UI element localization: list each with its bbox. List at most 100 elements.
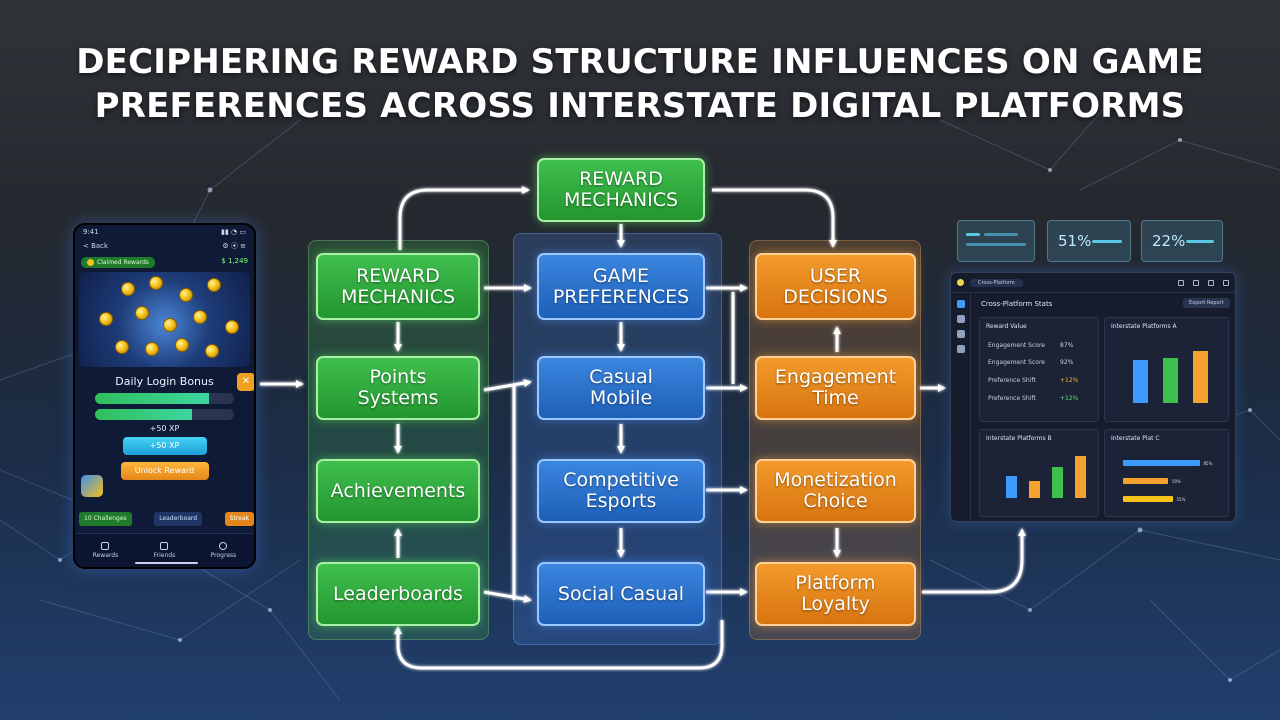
daily-login-bonus-label: Daily Login Bonus xyxy=(115,375,214,388)
coin-icon xyxy=(205,344,219,358)
leaderboard-chip[interactable]: Leaderboard xyxy=(154,512,203,526)
chart-icon[interactable] xyxy=(956,315,965,323)
progress-fill xyxy=(95,409,193,420)
points-systems-node[interactable]: Points Systems xyxy=(316,356,480,420)
coin-bar: Claimed Rewards $ 1,249 xyxy=(75,253,254,272)
challenges-chip[interactable]: 10 Challenges xyxy=(79,512,132,526)
phone-tab-bar: Rewards Friends Progress xyxy=(75,533,254,567)
coin-icon xyxy=(121,282,135,296)
metric-value: +12% xyxy=(1060,395,1079,402)
close-icon[interactable]: ✕ xyxy=(237,373,254,391)
minimize-icon[interactable] xyxy=(1208,279,1214,286)
metric-row: Preference Shift +12% xyxy=(988,377,1078,384)
gift-icon xyxy=(101,542,110,550)
bar-value-label: 85% xyxy=(1203,461,1213,466)
game-preferences-node[interactable]: GAME PREFERENCES xyxy=(537,253,705,320)
grid-icon[interactable] xyxy=(956,330,965,338)
coin-icon xyxy=(207,278,221,292)
leaderboards-node[interactable]: Leaderboards xyxy=(316,562,480,626)
app-logo-icon xyxy=(957,279,964,286)
claimed-rewards-chip[interactable]: Claimed Rewards xyxy=(81,257,155,268)
dashboard-sidebar xyxy=(951,293,971,521)
casual-mobile-node[interactable]: Casual Mobile xyxy=(537,356,705,420)
quick-chips: 10 Challenges Leaderboard Streak xyxy=(79,512,254,526)
reward-mechanics-top-node[interactable]: REWARD MECHANICS xyxy=(537,158,705,222)
settings-icon[interactable] xyxy=(956,345,965,353)
panel-title: Reward Value xyxy=(986,323,1027,330)
panel-title: Interstate Platforms B xyxy=(986,435,1052,442)
streak-chip[interactable]: Streak xyxy=(224,512,254,526)
tab-rewards-label: Rewards xyxy=(92,552,119,559)
stat-card-1 xyxy=(957,220,1035,262)
interstate-plat-c-panel: Interstate Plat C 85%50%55% xyxy=(1104,429,1229,517)
tab-friends[interactable]: Friends xyxy=(153,542,176,559)
metric-value: 92% xyxy=(1060,359,1074,366)
coin-icon xyxy=(135,306,149,320)
monetization-choice-node[interactable]: Monetization Choice xyxy=(755,459,916,523)
metric-row: Preference Shift +12% xyxy=(988,395,1078,402)
phone-app-bar: < Back ⚙ ⦿ ≡ xyxy=(75,239,254,253)
platform-loyalty-node[interactable]: Platform Loyalty xyxy=(755,562,916,626)
home-indicator xyxy=(135,562,198,564)
xp-gain-text: +50 XP xyxy=(149,424,180,433)
metric-label: Preference Shift xyxy=(988,395,1036,402)
window-controls xyxy=(1178,279,1229,286)
chart-bar xyxy=(1075,456,1086,498)
export-report-button[interactable]: Export Report xyxy=(1183,298,1230,308)
interstate-platforms-b-panel: Interstate Platforms B xyxy=(979,429,1099,517)
stat-line xyxy=(966,243,1026,246)
chart-bar xyxy=(1029,481,1040,498)
stat-value: 51% xyxy=(1058,232,1092,250)
close-icon[interactable] xyxy=(1223,279,1229,286)
metric-label: Engagement Score xyxy=(988,359,1045,366)
metric-value: +12% xyxy=(1060,377,1079,384)
metric-label: Preference Shift xyxy=(988,377,1036,384)
stat-line xyxy=(1092,240,1122,243)
cross-platform-dashboard: Cross-Platform Cross-Platform Stats Expo… xyxy=(950,272,1236,522)
chart-bar xyxy=(1006,475,1017,498)
stat-line xyxy=(1186,240,1214,243)
mobile-app-mockup: 9:41 ▮▮ ◔ ▭ < Back ⚙ ⦿ ≡ Claimed Rewards… xyxy=(73,223,256,569)
game-shield-icon[interactable] xyxy=(81,475,103,497)
signal-wifi-battery-icon: ▮▮ ◔ ▭ xyxy=(221,228,246,236)
bell-icon[interactable] xyxy=(1178,279,1184,286)
people-icon xyxy=(160,542,169,550)
metric-row: Engagement Score 92% xyxy=(988,359,1073,366)
phone-status-bar: 9:41 ▮▮ ◔ ▭ xyxy=(75,225,254,239)
tab-progress[interactable]: Progress xyxy=(211,542,236,559)
dashboard-tab[interactable]: Cross-Platform xyxy=(970,278,1023,287)
claim-xp-button[interactable]: +50 XP xyxy=(122,437,207,455)
settings-icon[interactable] xyxy=(1193,279,1199,286)
chart-bar xyxy=(1123,496,1173,502)
social-casual-node[interactable]: Social Casual xyxy=(537,562,705,626)
reward-mechanics-node[interactable]: REWARD MECHANICS xyxy=(316,253,480,320)
claimed-rewards-label: Claimed Rewards xyxy=(97,259,149,266)
coin-icon xyxy=(115,340,129,354)
progress-fill xyxy=(95,393,209,404)
panel-title: Interstate Plat C xyxy=(1111,435,1160,442)
back-button[interactable]: < Back xyxy=(83,242,109,250)
stat-card-2: 51% xyxy=(1047,220,1131,262)
tab-rewards[interactable]: Rewards xyxy=(93,542,118,559)
coin-icon xyxy=(225,320,239,334)
stat-line xyxy=(966,233,980,236)
bar-value-label: 50% xyxy=(1172,479,1181,484)
chart-bar xyxy=(1133,359,1148,403)
competitive-esports-node[interactable]: Competitive Esports xyxy=(537,459,705,523)
tab-friends-label: Friends xyxy=(153,552,176,559)
dashboard-title-bar: Cross-Platform xyxy=(951,273,1235,293)
status-time: 9:41 xyxy=(83,228,99,236)
unlock-reward-button[interactable]: Unlock Reward xyxy=(120,462,209,480)
home-icon[interactable] xyxy=(956,300,965,308)
coin-icon xyxy=(99,312,113,326)
user-decisions-node[interactable]: USER DECISIONS xyxy=(755,253,916,320)
stat-line xyxy=(984,233,1018,236)
bonus-progress-bar-2 xyxy=(95,409,234,420)
coin-icon xyxy=(175,338,189,352)
engagement-time-node[interactable]: Engagement Time xyxy=(755,356,916,420)
achievements-node[interactable]: Achievements xyxy=(316,459,480,523)
coin-icon xyxy=(179,288,193,302)
coin-icon xyxy=(145,342,159,356)
